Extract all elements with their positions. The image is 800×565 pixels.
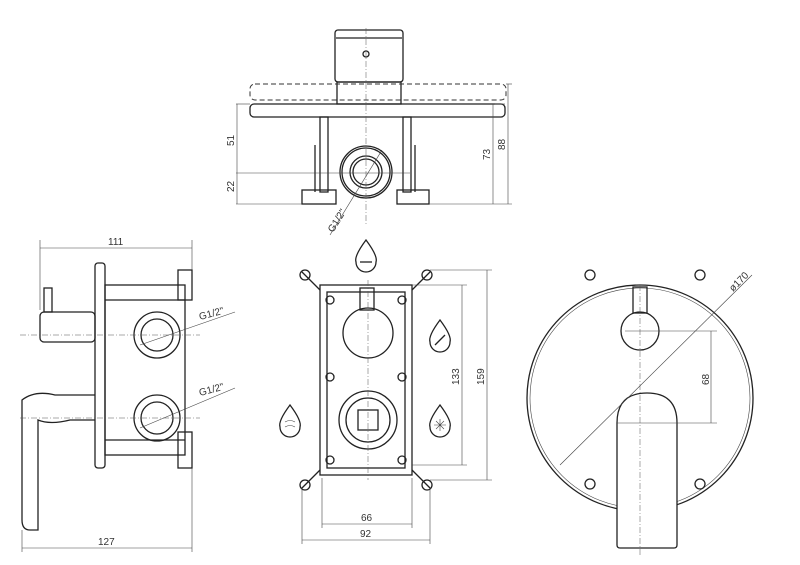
dim-88: 88: [497, 138, 508, 150]
dim-51: 51: [226, 134, 237, 146]
thread-label-2: G1/2": [198, 382, 226, 399]
dim-92: 92: [360, 529, 372, 540]
side-view: 111 127 G1/2" G1/2": [20, 237, 236, 552]
dim-159: 159: [476, 368, 487, 385]
front-box-view: 133 159 66 92: [279, 238, 492, 544]
dim-diameter-170: ø170: [727, 270, 751, 294]
dim-111: 111: [108, 237, 124, 248]
dim-133: 133: [451, 368, 462, 385]
front-view: 68 ø170: [526, 269, 754, 555]
dim-68: 68: [701, 373, 712, 385]
top-view: 51 22 73 88 G1/2": [226, 28, 512, 236]
dim-73: 73: [482, 148, 493, 160]
rain-shower-icon: [355, 238, 377, 273]
spout-icon: [279, 403, 301, 438]
hand-shower-icon: [429, 318, 451, 353]
dim-22: 22: [226, 180, 237, 192]
thread-label: G1/2": [326, 207, 349, 235]
dim-66: 66: [361, 513, 373, 524]
cold-water-icon: [429, 403, 451, 438]
dim-127: 127: [98, 537, 115, 548]
